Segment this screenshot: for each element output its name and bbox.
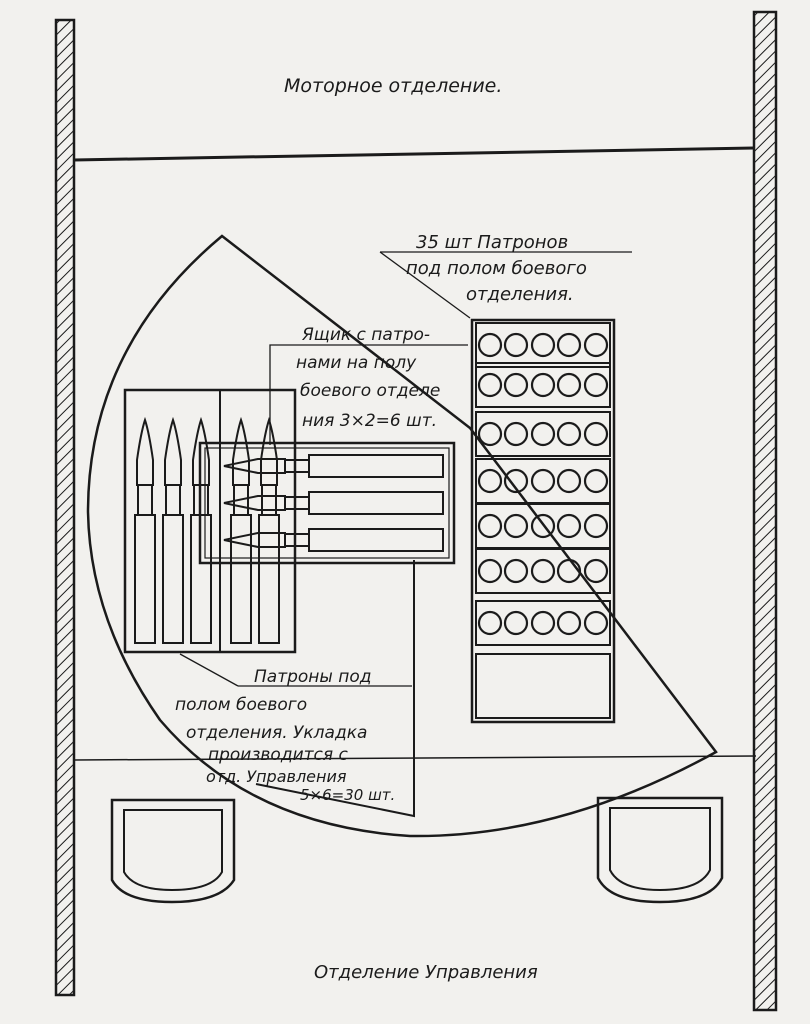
round-end [530, 372, 556, 398]
round-end [503, 468, 529, 494]
leader-floor [179, 653, 239, 687]
round-end [503, 372, 529, 398]
driver-compartment-label: Отделение Управления [314, 962, 538, 983]
svg-text:боевого отделе: боевого отделе [300, 381, 440, 401]
round-end [556, 513, 582, 539]
round-end [503, 421, 529, 447]
round-end [477, 558, 503, 584]
rack-row [475, 548, 611, 594]
left-hull-wall [54, 18, 76, 997]
svg-text:ния 3×2=6 шт.: ния 3×2=6 шт. [302, 411, 437, 431]
round-end [477, 610, 503, 636]
box-round [223, 491, 444, 515]
svg-text:нами на полу: нами на полу [296, 353, 417, 373]
svg-text:полом боевого: полом боевого [175, 695, 307, 715]
right-hull-wall [752, 10, 778, 1012]
svg-text:отд. Управления: отд. Управления [206, 767, 347, 786]
underfloor-rack [470, 318, 616, 724]
round-end [530, 332, 556, 358]
rack-empty-row [475, 653, 611, 719]
svg-text:отделения.: отделения. [466, 284, 574, 305]
leader-box [269, 344, 290, 445]
svg-text:Патроны под: Патроны под [254, 667, 372, 687]
round-end [530, 610, 556, 636]
round-end [477, 421, 503, 447]
label-floor-rounds: Патроны под полом боевого отделения. Укл… [175, 667, 395, 804]
round-end [530, 558, 556, 584]
leader-35-rounds [379, 251, 471, 319]
rack-row [475, 322, 611, 368]
round-end [583, 332, 609, 358]
svg-text:производится с: производится с [208, 745, 348, 765]
turret-floor-outline [86, 234, 718, 838]
round-end [477, 332, 503, 358]
svg-text:отделения. Укладка: отделения. Укладка [186, 723, 367, 743]
svg-text:под полом боевого: под полом боевого [406, 258, 587, 279]
box-round [223, 454, 444, 478]
round-end [583, 558, 609, 584]
rack-rows-group [475, 322, 611, 719]
upright-round [134, 416, 156, 644]
engine-bulkhead-line [73, 146, 755, 162]
round-end [530, 421, 556, 447]
round-end [556, 468, 582, 494]
round-end [583, 513, 609, 539]
floor-section-line [255, 560, 415, 818]
round-end [556, 372, 582, 398]
upright-round [258, 416, 280, 644]
round-end [503, 513, 529, 539]
round-end [556, 610, 582, 636]
round-end [583, 610, 609, 636]
round-end [503, 610, 529, 636]
right-driver-hatch [596, 796, 724, 904]
box-rounds-group [223, 454, 444, 552]
round-end [503, 558, 529, 584]
cartridge-box [198, 441, 456, 565]
engine-compartment-label: Моторное отделение. [284, 75, 502, 97]
upright-round [162, 416, 184, 644]
upright-round [230, 416, 252, 644]
round-end [556, 332, 582, 358]
rack-row [475, 411, 611, 457]
round-end [556, 558, 582, 584]
rack-row [475, 362, 611, 408]
round-end [477, 468, 503, 494]
svg-text:5×6=30 шт.: 5×6=30 шт. [300, 786, 395, 804]
round-end [530, 513, 556, 539]
label-cartridge-box: Ящик с патро- нами на полу боевого отдел… [296, 325, 440, 431]
round-end [583, 372, 609, 398]
svg-text:Ящик с патро-: Ящик с патро- [301, 325, 430, 345]
round-end [583, 468, 609, 494]
round-end [503, 332, 529, 358]
rack-row [475, 458, 611, 504]
round-end [556, 421, 582, 447]
round-end [477, 372, 503, 398]
left-driver-hatch [110, 798, 236, 904]
upright-rounds-panel [123, 388, 297, 654]
svg-text:35 шт Патронов: 35 шт Патронов [416, 232, 568, 253]
box-round [223, 528, 444, 552]
round-end [583, 421, 609, 447]
rack-row [475, 600, 611, 646]
round-end [530, 468, 556, 494]
upright-rounds-group [134, 416, 280, 644]
round-end [477, 513, 503, 539]
label-35-rounds: 35 шт Патронов под полом боевого отделен… [406, 232, 587, 305]
